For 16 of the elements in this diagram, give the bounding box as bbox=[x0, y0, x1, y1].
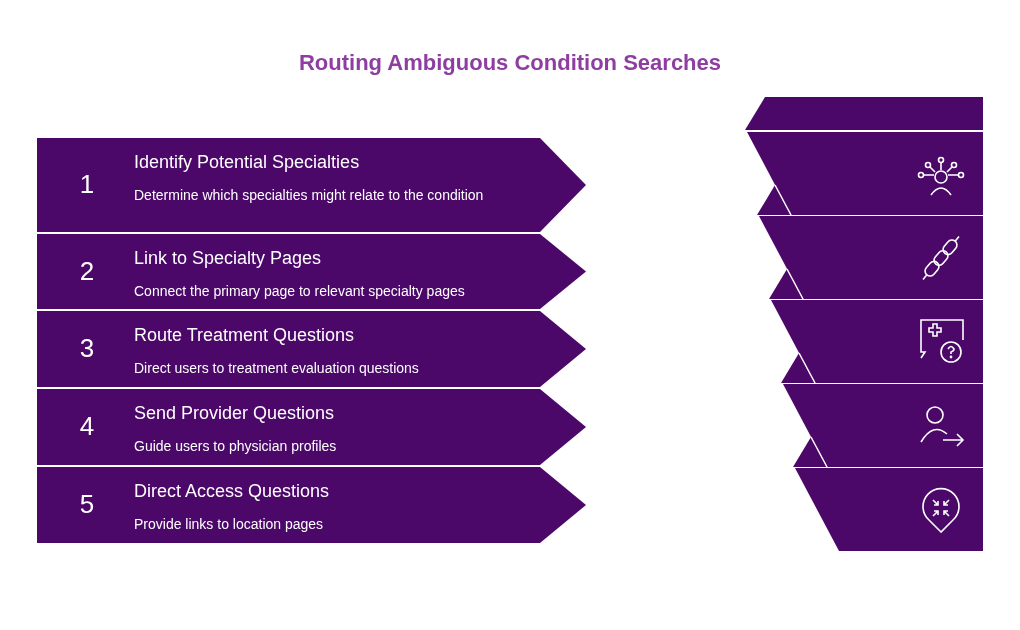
step-number: 5 bbox=[78, 489, 96, 520]
step-description: Guide users to physician profiles bbox=[134, 437, 338, 455]
step-heading: Identify Potential Specialties bbox=[134, 152, 360, 173]
step-number: 1 bbox=[78, 169, 96, 200]
step-number: 2 bbox=[78, 255, 96, 287]
step-description: Connect the primary page to relevant specialty pages bbox=[134, 282, 466, 300]
step-description: Determine which specialties might relate to the condition bbox=[134, 186, 484, 204]
step-heading: Send Provider Questions bbox=[134, 403, 335, 424]
step-heading: Direct Access Questions bbox=[134, 481, 330, 502]
step-number: 4 bbox=[78, 411, 96, 442]
step-number: 3 bbox=[78, 333, 96, 364]
step-heading: Link to Specialty Pages bbox=[134, 248, 322, 269]
step-description: Direct users to treatment evaluation questions bbox=[134, 359, 420, 377]
diagram-title: Routing Ambiguous Condition Searches bbox=[297, 50, 723, 76]
step-heading: Route Treatment Questions bbox=[134, 325, 355, 346]
step-description: Provide links to location pages bbox=[134, 515, 325, 533]
